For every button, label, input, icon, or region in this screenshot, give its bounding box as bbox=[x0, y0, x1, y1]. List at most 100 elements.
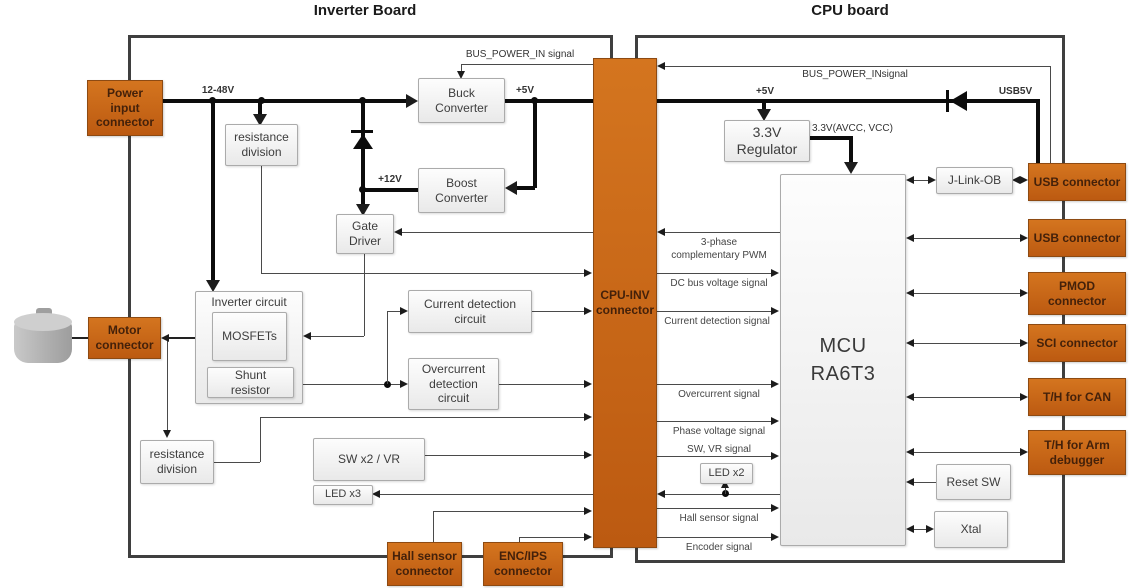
arrow-left-icon bbox=[906, 525, 914, 533]
arrow-right-icon bbox=[584, 533, 592, 541]
arrow-down-icon bbox=[457, 71, 465, 79]
led-x2-box: LED x2 bbox=[700, 463, 753, 484]
sci-connector-box: SCI connector bbox=[1028, 324, 1126, 362]
regulator-3v3-label: 3.3V Regulator bbox=[736, 123, 798, 157]
dc-bus-line bbox=[261, 273, 584, 274]
usb-connector-bottom-box: USB connector bbox=[1028, 219, 1126, 257]
sw-vr-signal-label: SW, VR signal bbox=[687, 444, 751, 455]
sw-vr-line bbox=[425, 455, 584, 456]
phase-voltage-line bbox=[214, 462, 260, 463]
regulator-feed-line bbox=[762, 101, 766, 111]
junction-dot bbox=[258, 97, 265, 104]
arrow-right-icon bbox=[400, 307, 408, 315]
resistance-division-label: resistance division bbox=[149, 447, 205, 476]
motor-connector-box: Motor connector bbox=[88, 317, 161, 359]
usb-link-line bbox=[912, 238, 1020, 239]
arrow-right-icon bbox=[1020, 448, 1028, 456]
arrow-down-icon bbox=[844, 162, 858, 174]
phase-voltage-line bbox=[260, 417, 584, 418]
arrow-right-icon bbox=[584, 269, 592, 277]
junction-dot bbox=[359, 186, 366, 193]
arrow-right-icon bbox=[1020, 234, 1028, 242]
th-for-can-label: T/H for CAN bbox=[1043, 389, 1111, 404]
led-x2-label: LED x2 bbox=[708, 466, 745, 479]
phase-voltage-line bbox=[260, 417, 261, 462]
regulator-output-line bbox=[849, 136, 853, 163]
dc-bus-line bbox=[261, 166, 262, 273]
pmod-connector-box: PMOD connector bbox=[1028, 272, 1126, 315]
gate-driver-box: Gate Driver bbox=[336, 214, 394, 254]
sw-vr-line bbox=[657, 456, 771, 457]
arrow-right-icon bbox=[1020, 393, 1028, 401]
current-detection-label: Current detection circuit bbox=[423, 296, 517, 326]
jlink-link-line bbox=[912, 180, 930, 181]
encoder-line bbox=[519, 537, 584, 538]
pwm-line bbox=[400, 232, 593, 233]
arrow-right-icon bbox=[584, 451, 592, 459]
current-detect-line bbox=[657, 311, 771, 312]
cpu-inv-connector-label: CPU-INV connector bbox=[595, 288, 654, 317]
v5-label: +5V bbox=[515, 85, 535, 96]
overcurrent-detection-box: Overcurrent detection circuit bbox=[408, 358, 499, 410]
inverter-circuit-label: Inverter circuit bbox=[211, 295, 287, 309]
motor-link-line bbox=[167, 337, 195, 339]
pwm-line bbox=[663, 232, 780, 233]
motor-connector-label: Motor connector bbox=[95, 323, 154, 352]
current-detection-signal-label: Current detection signal bbox=[664, 316, 770, 327]
th-for-arm-debugger-box: T/H for Arm debugger bbox=[1028, 430, 1126, 475]
arrow-left-icon bbox=[303, 332, 311, 340]
boost-converter-label: Boost Converter bbox=[435, 175, 488, 205]
rail-12-48v-line bbox=[163, 99, 406, 103]
motor-icon bbox=[14, 313, 72, 331]
can-link-line bbox=[912, 397, 1020, 398]
xtal-label: Xtal bbox=[960, 522, 982, 537]
arrow-left-icon bbox=[394, 228, 402, 236]
led-x3-box: LED x3 bbox=[313, 485, 373, 505]
hall-sensor-line bbox=[433, 511, 584, 512]
arrow-left-icon bbox=[906, 176, 914, 184]
junction-dot bbox=[209, 97, 216, 104]
diode-icon bbox=[351, 130, 373, 133]
reset-sw-line bbox=[912, 482, 936, 483]
resistance-division-feed-line bbox=[258, 101, 262, 114]
dc-bus-line bbox=[657, 273, 771, 274]
gate-to-mosfet-line bbox=[364, 254, 365, 336]
motor-link-line bbox=[70, 337, 88, 339]
current-detection-box: Current detection circuit bbox=[408, 290, 532, 333]
rail-5v-line bbox=[657, 99, 1038, 103]
th-for-arm-debugger-label: T/H for Arm debugger bbox=[1044, 437, 1110, 467]
shunt-resistor-box: Shunt resistor bbox=[207, 367, 294, 398]
th-for-can-box: T/H for CAN bbox=[1028, 378, 1126, 416]
junction-dot bbox=[384, 381, 391, 388]
inverter-circuit-feed-line bbox=[211, 101, 215, 280]
arrow-left-icon bbox=[906, 289, 914, 297]
gate-driver-label: Gate Driver bbox=[349, 219, 381, 248]
arrow-right-icon bbox=[1020, 289, 1028, 297]
bus-power-in-line bbox=[461, 64, 462, 72]
arrow-right-icon bbox=[771, 380, 779, 388]
buck-converter-label: Buck Converter bbox=[435, 85, 488, 115]
bus-power-in-line bbox=[461, 64, 593, 65]
arrow-left-icon bbox=[906, 234, 914, 242]
arrow-down-icon bbox=[757, 109, 771, 121]
rail-12v-line bbox=[363, 188, 418, 192]
arrow-right-icon bbox=[771, 533, 779, 541]
cpu-board-title: CPU board bbox=[811, 2, 889, 19]
led-x3-line bbox=[379, 494, 593, 495]
arrow-right-icon bbox=[406, 94, 418, 108]
cpu-inv-connector-box: CPU-INV connector bbox=[593, 58, 657, 548]
enc-ips-connector-box: ENC/IPS connector bbox=[483, 542, 563, 586]
shunt-resistor-label: Shunt resistor bbox=[230, 367, 271, 397]
sw-vr-box: SW x2 / VR bbox=[313, 438, 425, 481]
motor-sense-line bbox=[167, 339, 168, 431]
arrow-right-icon bbox=[771, 307, 779, 315]
bus-power-in-label: BUS_POWER_INsignal bbox=[802, 69, 908, 80]
hall-sensor-line bbox=[433, 511, 434, 542]
pmod-connector-label: PMOD connector bbox=[1047, 278, 1106, 308]
boost-feed-line bbox=[533, 101, 537, 188]
mosfets-label: MOSFETs bbox=[222, 329, 277, 344]
arrow-right-icon bbox=[771, 504, 779, 512]
gate-to-mosfet-line bbox=[311, 336, 364, 337]
v5-label: +5V bbox=[755, 86, 775, 97]
